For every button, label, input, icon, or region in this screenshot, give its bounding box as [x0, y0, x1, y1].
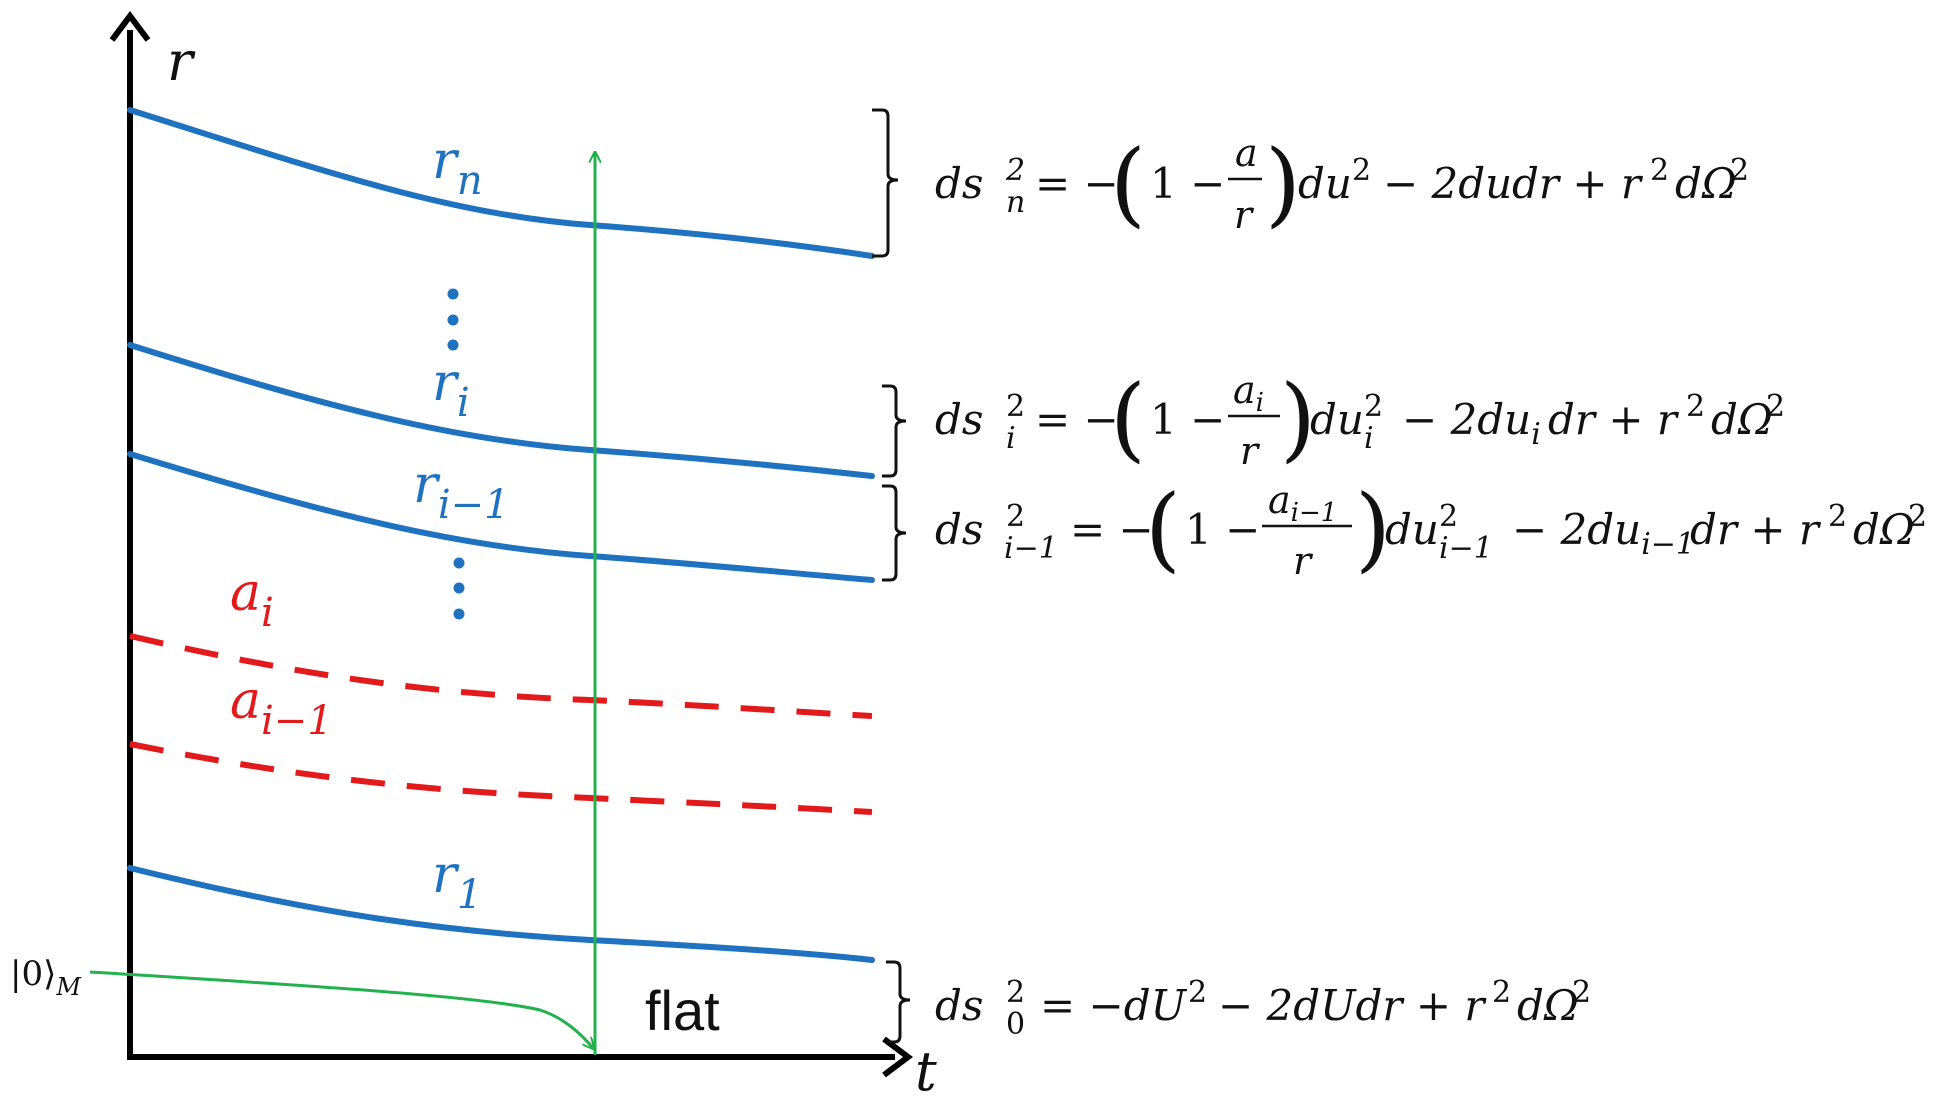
svg-text:2: 2: [1005, 153, 1025, 188]
brace-i-minus-1: [882, 484, 907, 582]
svg-text:dr + r: dr + r: [1512, 159, 1644, 208]
y-axis-label: r: [167, 30, 196, 93]
svg-text:(: (: [1110, 365, 1146, 472]
svg-text:dΩ: dΩ: [1517, 981, 1579, 1030]
label-a-i-minus-1: ai−1: [230, 671, 333, 744]
svg-text:ai−1: ai−1: [1268, 478, 1337, 528]
flat-label: flat: [645, 979, 720, 1042]
brace-n: [872, 108, 899, 258]
ingoing-ray: [89, 970, 593, 1048]
label-a-i: ai: [230, 563, 274, 636]
light-rays: [89, 153, 595, 1055]
svg-text:ds: ds: [935, 505, 983, 554]
svg-text:− 2dui: − 2dui: [1402, 395, 1541, 452]
svg-text:2: 2: [1364, 389, 1383, 424]
shell-curve-r-1: [127, 865, 875, 963]
x-axis-arrowhead: [882, 1036, 913, 1078]
horizon-curve-a-i-minus-1: [129, 741, 873, 815]
svg-text:1 −: 1 −: [1150, 159, 1225, 208]
svg-text:2: 2: [1908, 499, 1927, 534]
svg-text:2: 2: [1828, 499, 1847, 534]
svg-text:): ): [1265, 130, 1301, 237]
svg-text:2: 2: [1352, 153, 1371, 188]
svg-text:n: n: [1006, 185, 1025, 220]
ellipsis-dots-upper: [447, 288, 459, 351]
svg-text:): ): [1355, 475, 1391, 582]
svg-text:dΩ: dΩ: [1675, 159, 1737, 208]
svg-text:r: r: [1293, 539, 1314, 583]
label-r-n: rn: [432, 131, 483, 204]
svg-text:2: 2: [1572, 975, 1591, 1010]
shell-curves: [127, 107, 875, 963]
svg-text:1 −: 1 −: [1150, 395, 1225, 444]
svg-text:r: r: [1240, 429, 1261, 473]
svg-text:2: 2: [1730, 153, 1749, 188]
svg-text:ds: ds: [935, 395, 983, 444]
svg-text:0: 0: [1006, 1007, 1025, 1042]
braces: [872, 108, 911, 1044]
svg-text:dΩ: dΩ: [1853, 505, 1915, 554]
svg-text:− 2du: − 2du: [1383, 159, 1512, 208]
metric-equation-i: ds 2 i = − ( 1 − ai r ) du 2 i − 2dui dr…: [935, 365, 1785, 473]
svg-text:i−1: i−1: [1004, 531, 1058, 566]
svg-text:− 2dui−1: − 2dui−1: [1512, 505, 1695, 562]
svg-text:r: r: [1234, 193, 1255, 237]
svg-text:2: 2: [1006, 389, 1025, 424]
vacuum-state-label: |0⟩M: [10, 954, 82, 1001]
svg-text:2: 2: [1766, 389, 1785, 424]
metric-equation-zero: ds 2 0 = −dU 2 − 2dUdr + r 2 dΩ 2: [935, 975, 1591, 1042]
svg-text:): ): [1280, 365, 1316, 472]
svg-text:= −: = −: [1035, 395, 1119, 444]
shell-curve-r-i-minus-1: [127, 451, 875, 583]
shell-curve-r-n: [127, 107, 875, 259]
svg-text:− 2dUdr + r: − 2dUdr + r: [1218, 981, 1487, 1030]
svg-text:2: 2: [1686, 389, 1705, 424]
svg-text:du: du: [1310, 395, 1364, 444]
svg-text:dr + r: dr + r: [1548, 395, 1680, 444]
svg-text:i: i: [1006, 421, 1016, 456]
svg-text:ai: ai: [1233, 368, 1264, 418]
ellipsis-dots-lower: [453, 557, 465, 620]
brace-zero: [886, 960, 911, 1044]
svg-text:i−1: i−1: [1439, 531, 1493, 566]
svg-text:dr + r: dr + r: [1690, 505, 1822, 554]
svg-text:du: du: [1298, 159, 1352, 208]
svg-text:(: (: [1145, 475, 1181, 582]
y-axis-arrowhead: [109, 11, 151, 42]
label-r-i-minus-1: ri−1: [413, 455, 510, 528]
svg-text:= −: = −: [1035, 159, 1119, 208]
label-r-i: ri: [432, 353, 470, 426]
svg-text:2: 2: [1650, 153, 1669, 188]
svg-text:= −dU: = −dU: [1040, 981, 1188, 1030]
svg-text:i: i: [1364, 421, 1374, 456]
svg-text:ds: ds: [935, 981, 983, 1030]
brace-i: [882, 384, 907, 478]
metric-equation-i-minus-1: ds 2 i−1 = − ( 1 − ai−1 r ) du 2 i−1 − 2…: [935, 475, 1927, 583]
svg-text:ds: ds: [935, 159, 983, 208]
x-axis-label: t: [915, 1040, 937, 1100]
svg-text:2: 2: [1492, 975, 1511, 1010]
svg-text:2: 2: [1006, 975, 1025, 1010]
svg-text:2: 2: [1188, 975, 1207, 1010]
metric-equation-n: ds 2 n = − ( 1 − a r ) du 2 − 2du dr + r…: [935, 130, 1749, 237]
svg-text:(: (: [1110, 130, 1146, 237]
svg-text:1 −: 1 −: [1185, 505, 1260, 554]
label-r-1: r1: [432, 845, 482, 918]
svg-text:a: a: [1235, 131, 1258, 175]
svg-text:dΩ: dΩ: [1711, 395, 1773, 444]
svg-text:2: 2: [1439, 499, 1458, 534]
svg-text:2: 2: [1006, 499, 1025, 534]
svg-text:= −: = −: [1070, 505, 1154, 554]
axes: r t: [109, 11, 937, 1100]
shell-curve-r-i: [127, 342, 875, 479]
svg-text:du: du: [1385, 505, 1439, 554]
